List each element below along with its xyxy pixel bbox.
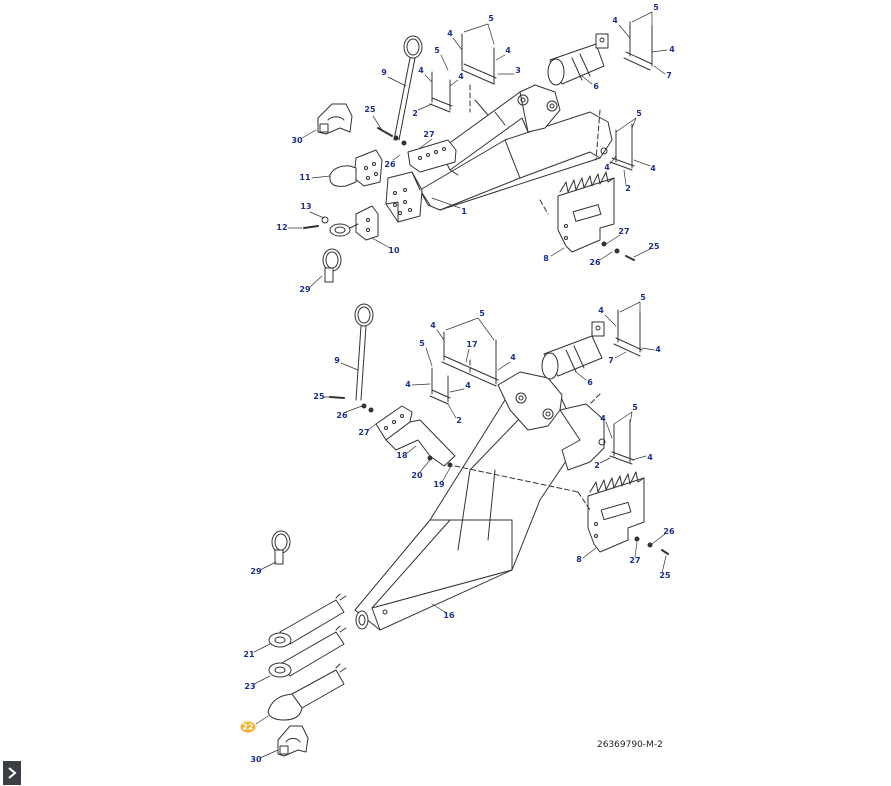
callout-5[interactable]: 5 xyxy=(488,14,494,23)
callout-4[interactable]: 4 xyxy=(458,72,464,81)
callout-26[interactable]: 26 xyxy=(589,258,601,267)
callout-27[interactable]: 27 xyxy=(629,556,641,565)
leader-lines xyxy=(253,11,668,759)
expand-panel-button[interactable] xyxy=(3,761,21,785)
bottom-cylinder xyxy=(541,321,605,380)
bottom-boom-head xyxy=(497,371,606,471)
callout-5[interactable]: 5 xyxy=(632,403,638,412)
callout-4[interactable]: 4 xyxy=(510,353,516,362)
drawing-number: 26369790-M-2 xyxy=(597,740,663,750)
callout-7[interactable]: 7 xyxy=(608,356,614,365)
callout-19[interactable]: 19 xyxy=(433,480,445,489)
callout-30[interactable]: 30 xyxy=(250,755,262,764)
callout-5[interactable]: 5 xyxy=(640,293,646,302)
callout-4[interactable]: 4 xyxy=(418,66,424,75)
callout-11[interactable]: 11 xyxy=(299,173,311,182)
bottom-pin-set xyxy=(429,309,643,465)
callout-3[interactable]: 3 xyxy=(515,66,521,75)
callout-10[interactable]: 10 xyxy=(388,246,400,255)
callout-7[interactable]: 7 xyxy=(666,71,672,80)
chevron-right-icon xyxy=(8,767,17,779)
bottom-pintle-hook xyxy=(267,663,347,721)
callout-18[interactable]: 18 xyxy=(396,451,408,460)
bottom-eye-rods xyxy=(268,593,347,678)
callout-25[interactable]: 25 xyxy=(364,105,376,114)
callout-25[interactable]: 25 xyxy=(313,392,325,401)
callout-2[interactable]: 2 xyxy=(625,184,631,193)
callout-30[interactable]: 30 xyxy=(291,136,303,145)
callout-4[interactable]: 4 xyxy=(600,414,606,423)
callout-4[interactable]: 4 xyxy=(465,381,471,390)
bottom-comb-plate xyxy=(587,471,645,553)
callout-6[interactable]: 6 xyxy=(587,378,593,387)
callout-17[interactable]: 17 xyxy=(466,340,478,349)
callout-22[interactable]: 22 xyxy=(240,721,256,733)
callout-27[interactable]: 27 xyxy=(358,428,370,437)
callout-21[interactable]: 21 xyxy=(243,650,255,659)
callout-4[interactable]: 4 xyxy=(405,380,411,389)
callout-4[interactable]: 4 xyxy=(505,46,511,55)
callout-5[interactable]: 5 xyxy=(479,309,485,318)
top-front-plate xyxy=(385,171,423,223)
callout-12[interactable]: 12 xyxy=(276,223,288,232)
callout-5[interactable]: 5 xyxy=(636,109,642,118)
callout-25[interactable]: 25 xyxy=(659,571,671,580)
callout-25[interactable]: 25 xyxy=(648,242,660,251)
callout-4[interactable]: 4 xyxy=(604,163,610,172)
callout-4[interactable]: 4 xyxy=(655,345,661,354)
callout-8[interactable]: 8 xyxy=(576,555,582,564)
top-comb-plate xyxy=(557,171,615,253)
bottom-link-plate xyxy=(375,405,456,467)
top-pin-set xyxy=(429,21,653,171)
bottom-clip xyxy=(271,530,291,565)
callout-4[interactable]: 4 xyxy=(447,29,453,38)
top-lever-rod xyxy=(393,35,423,141)
callout-27[interactable]: 27 xyxy=(423,130,435,139)
top-boom-arm xyxy=(419,84,613,211)
callout-6[interactable]: 6 xyxy=(593,82,599,91)
top-link-plate xyxy=(407,139,457,173)
callout-4[interactable]: 4 xyxy=(612,16,618,25)
bottom-lever-rod xyxy=(354,303,374,401)
callout-16[interactable]: 16 xyxy=(443,611,455,620)
callout-23[interactable]: 23 xyxy=(244,682,256,691)
callout-20[interactable]: 20 xyxy=(411,471,423,480)
callout-26[interactable]: 26 xyxy=(384,160,396,169)
callout-2[interactable]: 2 xyxy=(594,461,600,470)
callout-26[interactable]: 26 xyxy=(336,411,348,420)
callout-4[interactable]: 4 xyxy=(669,45,675,54)
callout-5[interactable]: 5 xyxy=(653,3,659,12)
top-hitch-bracket xyxy=(329,149,383,187)
callout-4[interactable]: 4 xyxy=(598,306,604,315)
top-clip xyxy=(322,248,342,283)
callout-29[interactable]: 29 xyxy=(299,285,311,294)
callout-26[interactable]: 26 xyxy=(663,527,675,536)
callout-9[interactable]: 9 xyxy=(381,68,387,77)
bottom-hitch-hook xyxy=(277,725,309,757)
callout-5[interactable]: 5 xyxy=(419,339,425,348)
callout-29[interactable]: 29 xyxy=(250,567,262,576)
callout-9[interactable]: 9 xyxy=(334,356,340,365)
callout-8[interactable]: 8 xyxy=(543,254,549,263)
top-cylinder xyxy=(547,33,609,86)
top-eye-bracket xyxy=(329,205,379,241)
callout-4[interactable]: 4 xyxy=(647,453,653,462)
top-hitch-hook xyxy=(317,103,353,135)
callout-13[interactable]: 13 xyxy=(300,202,312,211)
callout-5[interactable]: 5 xyxy=(434,46,440,55)
callout-2[interactable]: 2 xyxy=(412,109,418,118)
callout-4[interactable]: 4 xyxy=(430,321,436,330)
callout-1[interactable]: 1 xyxy=(461,207,467,216)
callout-4[interactable]: 4 xyxy=(650,164,656,173)
bottom-long-boom xyxy=(354,374,581,631)
callout-27[interactable]: 27 xyxy=(618,227,630,236)
callout-2[interactable]: 2 xyxy=(456,416,462,425)
